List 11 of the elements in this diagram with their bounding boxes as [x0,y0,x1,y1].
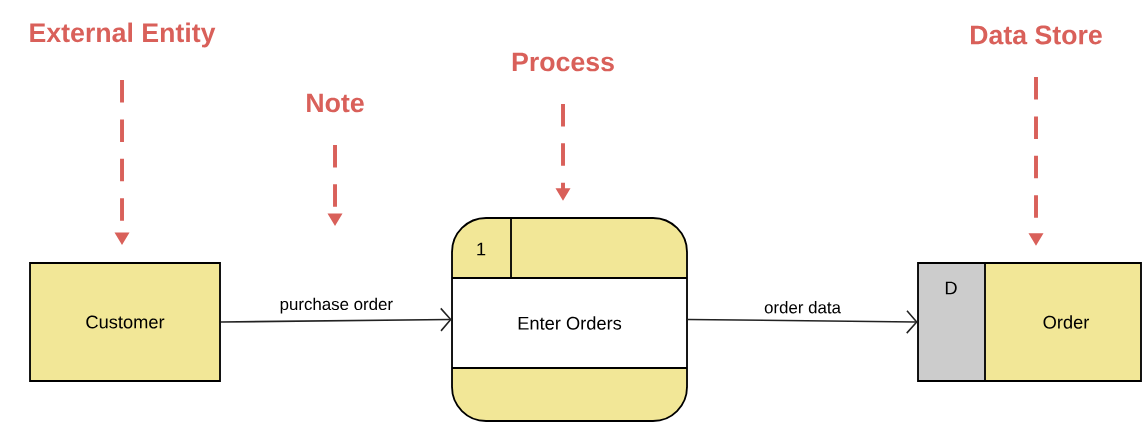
annotation-label: Data Store [971,25,1102,45]
edge-label: purchase order [278,296,395,315]
annotation-label: External Entity [30,22,216,48]
edge-label: order data [762,299,843,315]
annotation-label: Process [512,52,614,72]
data-flow-arrow [686,309,918,334]
data-flow-arrow [220,307,452,332]
process-box: 1 Enter Orders [451,217,688,422]
data-store-box: D Order [917,262,1142,382]
annotation-label: Note [307,93,364,113]
entity-box: Customer [29,262,221,382]
